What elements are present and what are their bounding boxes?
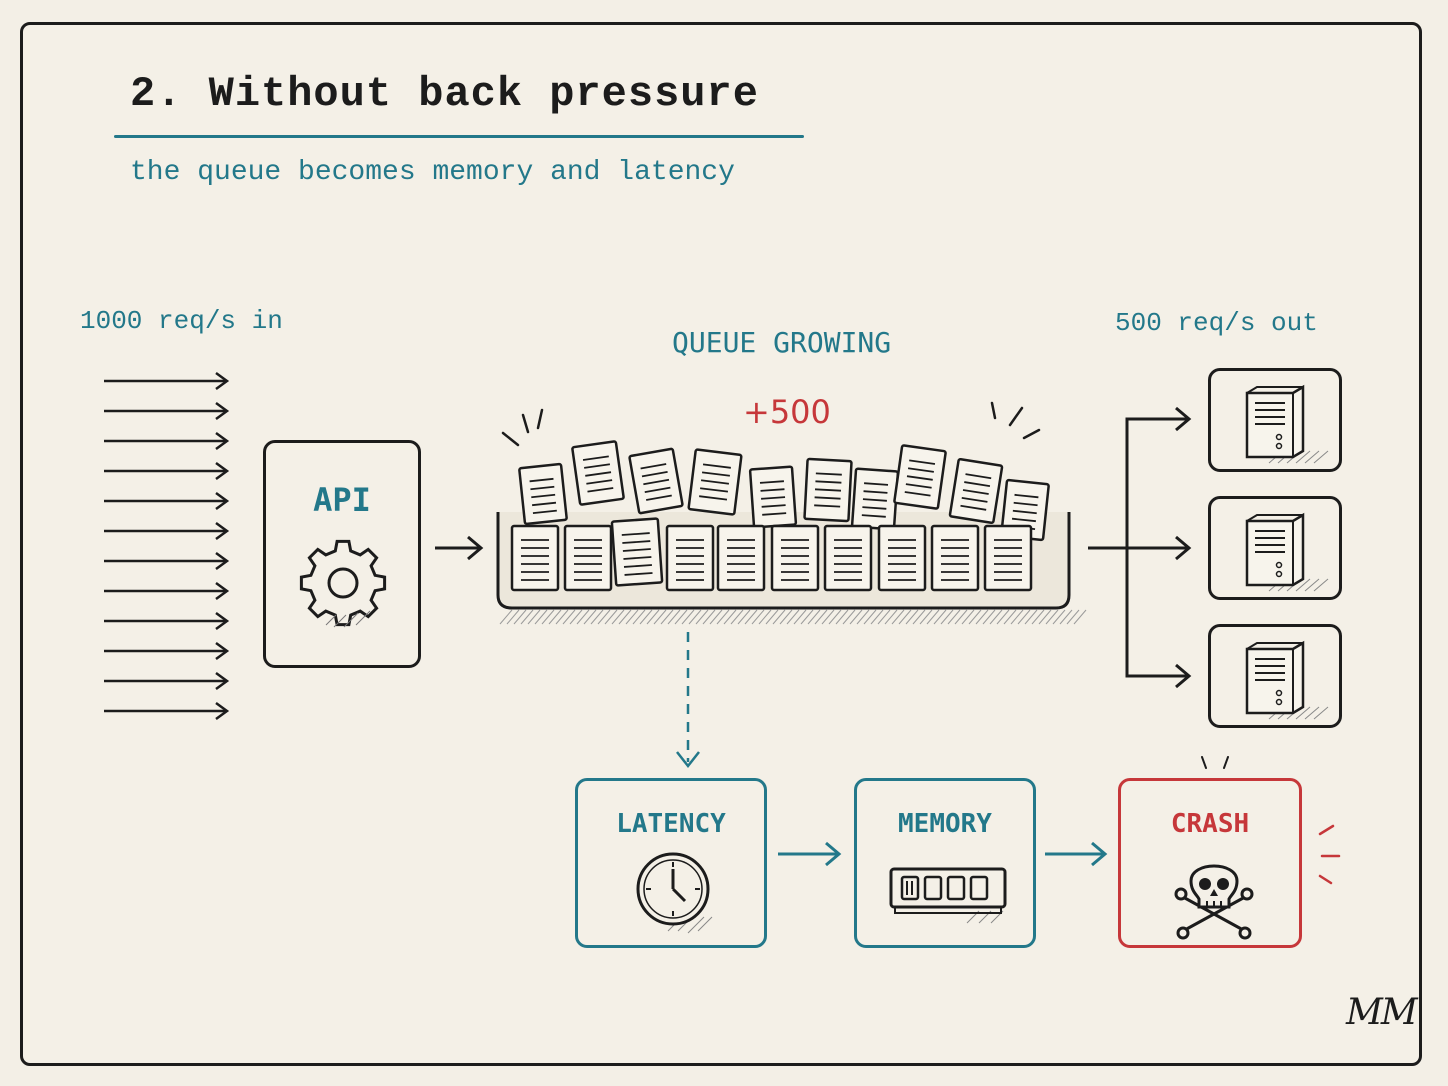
incoming-arrow [104, 401, 230, 421]
request-document [687, 448, 743, 516]
incoming-arrow [104, 491, 230, 511]
queue-label: QUEUE GROWING [672, 326, 892, 359]
incoming-arrow [104, 551, 230, 571]
incoming-arrow [104, 671, 230, 691]
crash-box: CRASH [1118, 778, 1302, 948]
incoming-arrow [104, 611, 230, 631]
request-document [748, 465, 798, 529]
request-document [877, 524, 927, 592]
queue-overflow-count: +500 [743, 393, 831, 431]
author-signature: MM [1346, 992, 1418, 1033]
request-document [803, 457, 853, 523]
request-document [518, 462, 568, 526]
memory-label: MEMORY [898, 809, 992, 839]
request-document [716, 524, 766, 592]
crash-burst-top [1201, 756, 1229, 769]
incoming-arrow [104, 371, 230, 391]
request-document [628, 447, 684, 515]
crash-label: CRASH [1170, 809, 1250, 839]
request-document [983, 524, 1033, 592]
skull-crossbones-icon [1174, 864, 1254, 940]
incoming-arrow [104, 521, 230, 541]
request-document [930, 524, 980, 592]
request-document [770, 524, 820, 592]
crash-burst-right [1318, 824, 1341, 885]
incoming-arrow [104, 581, 230, 601]
server-icon [1245, 384, 1329, 464]
request-document [510, 524, 560, 592]
memory-chip-icon [889, 867, 1007, 924]
memory-box: MEMORY [854, 778, 1036, 948]
page-title: 2. Without back pressure [130, 70, 759, 118]
api-box: API [263, 440, 421, 668]
burst-lines [501, 401, 1041, 447]
server-3 [1208, 624, 1342, 728]
incoming-arrow [104, 641, 230, 661]
incoming-arrow [104, 701, 230, 721]
incoming-arrow [104, 461, 230, 481]
server-2 [1208, 496, 1342, 600]
server-icon [1245, 512, 1329, 592]
request-document [610, 517, 664, 587]
title-underline [114, 135, 804, 138]
request-document [665, 524, 715, 592]
latency-label: LATENCY [616, 809, 726, 839]
api-label: API [313, 481, 371, 519]
request-document [948, 457, 1004, 525]
request-document [893, 444, 947, 510]
request-document [571, 440, 625, 506]
request-document [563, 524, 613, 592]
latency-box: LATENCY [575, 778, 767, 948]
incoming-arrow [104, 431, 230, 451]
request-document [823, 524, 873, 592]
server-1 [1208, 368, 1342, 472]
output-rate-label: 500 req/s out [1115, 308, 1318, 338]
page-subtitle: the queue becomes memory and latency [130, 157, 735, 188]
server-icon [1245, 640, 1329, 720]
input-rate-label: 1000 req/s in [80, 306, 283, 336]
gear-icon [299, 539, 387, 628]
clock-icon [636, 852, 713, 934]
